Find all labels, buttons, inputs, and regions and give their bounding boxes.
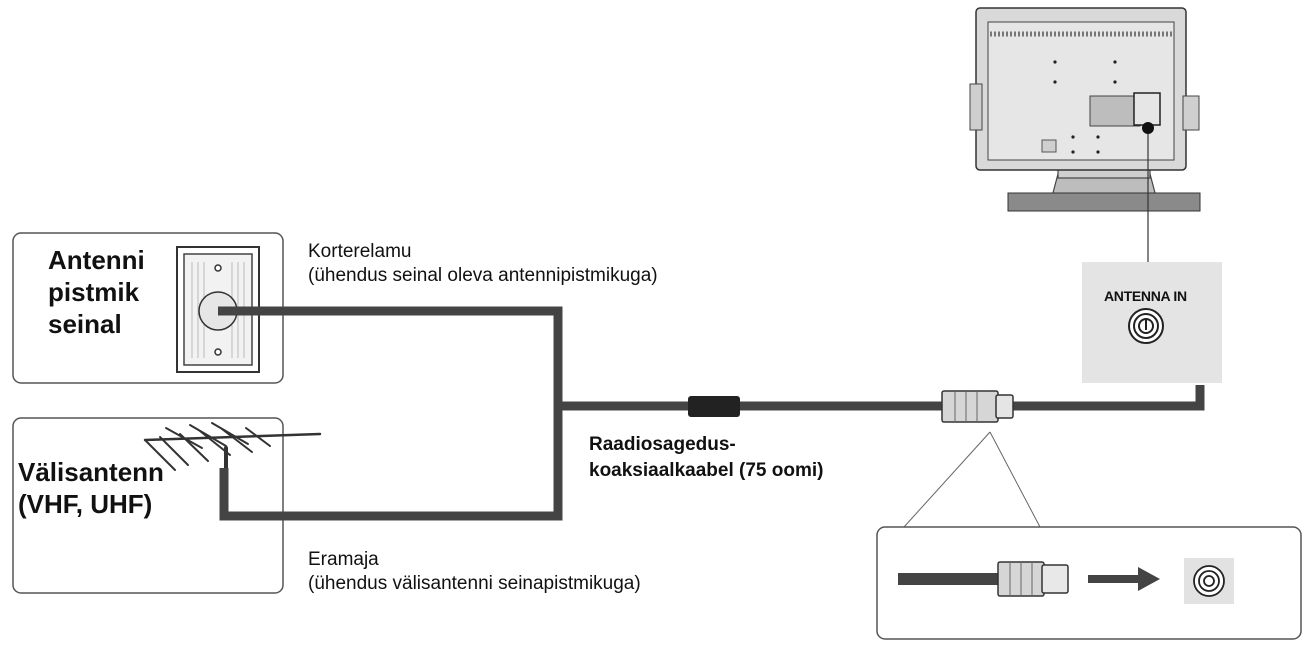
cable-line1: Raadiosagedus- [589, 434, 736, 455]
cable-label: Raadiosagedus- koaksiaalkaabel (75 oomi) [589, 432, 823, 484]
apartment-line2: (ühendus seinal oleva antennipistmikuga) [308, 265, 658, 286]
ferrite-core [688, 396, 740, 417]
outdoor-antenna-title: Välisantenn (VHF, UHF) [18, 457, 164, 519]
house-line1: Eramaja [308, 549, 379, 570]
house-label: Eramaja (ühendus välisantenni seinapistm… [308, 548, 641, 596]
coax-cable [218, 306, 1205, 521]
inset-port-icon [1184, 558, 1234, 604]
wall-socket-title: Antenni pistmik seinal [48, 245, 145, 339]
tv-antenna-jack [1142, 122, 1154, 134]
outdoor-antenna-group [12, 417, 322, 594]
outdoor-antenna-box [12, 417, 284, 594]
cable-line2: koaksiaalkaabel (75 oomi) [589, 460, 824, 481]
inset-connector-icon [997, 561, 1069, 597]
apartment-line1: Korterelamu [308, 241, 412, 262]
arrow-right-icon [1088, 567, 1160, 591]
detail-callout-lines [903, 431, 1041, 528]
antenna-in-jack-icon [1128, 308, 1164, 344]
house-line2: (ühendus välisantenni seinapistmikuga) [308, 573, 641, 594]
f-connector-icon [941, 390, 1014, 423]
apartment-label: Korterelamu (ühendus seinal oleva antenn… [308, 240, 658, 288]
tv-back-icon [969, 7, 1201, 212]
antenna-icon [143, 422, 322, 472]
antenna-in-label: ANTENNA IN [1104, 288, 1187, 304]
